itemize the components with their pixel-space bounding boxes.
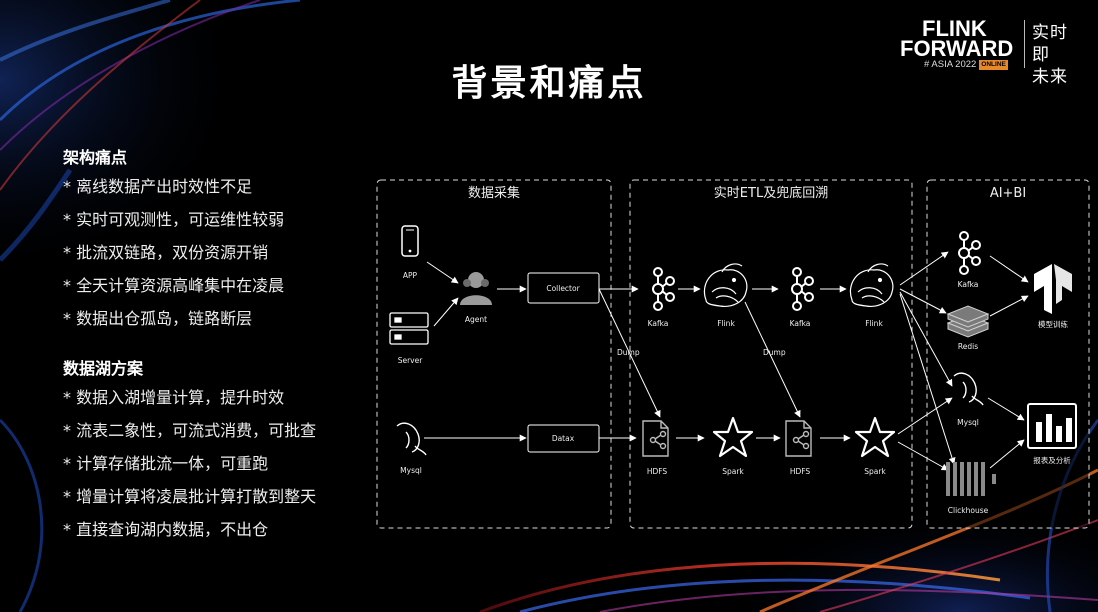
lake-solution-item: * 计算存储批流一体，可重跑	[63, 454, 269, 473]
logo-line-flink: FLINK	[922, 16, 987, 41]
diagram-edges	[424, 251, 1029, 471]
group-aibi-label: AI+BI	[990, 186, 1026, 201]
node-hdfs1-label: HDFS	[647, 467, 668, 476]
edge-flink1-hdfs2-dump	[744, 301, 801, 418]
spark-star-icon	[854, 416, 896, 458]
pain-point-item: * 数据出仓孤岛，链路断层	[63, 309, 253, 328]
report-bars	[1036, 414, 1072, 442]
clickhouse-icon	[946, 462, 996, 496]
logo-line-forward: FORWARD	[900, 36, 1014, 61]
node-spark2-label: Spark	[864, 467, 886, 476]
node-report-label: 报表及分析	[1033, 455, 1071, 465]
edge-clickhouse-report	[989, 439, 1025, 469]
mysql-dolphin-icon	[953, 372, 984, 406]
edge-spark2-clickhouse	[897, 441, 949, 471]
kafka-icon	[791, 267, 814, 311]
node-collector-label: Collector	[546, 284, 580, 293]
redis-icon	[946, 305, 990, 338]
edge-redis-model	[989, 295, 1029, 317]
edge-flink2-mysql-out	[899, 291, 953, 387]
node-datax-label: Datax	[552, 434, 575, 443]
logo-online-badge: ONLINE	[979, 60, 1008, 70]
server-icon	[389, 312, 429, 345]
lake-solution-item: * 数据入湖增量计算，提升时效	[63, 388, 285, 407]
kafka-icon	[652, 267, 675, 311]
kafka-icon	[958, 231, 981, 275]
edge-server-agent	[433, 297, 459, 327]
lake-solution-item: * 流表二象性，可流式消费，可批查	[63, 421, 317, 440]
edge-flink2-kafka3	[899, 251, 949, 286]
edge-flink2-clickhouse	[899, 293, 956, 465]
mysql-dolphin-icon	[396, 422, 427, 456]
lake-solution-item: * 直接查询湖内数据，不出仓	[63, 520, 269, 539]
bar-chart-icon	[1027, 403, 1077, 449]
node-redis-label: Redis	[958, 342, 978, 351]
agent-icon	[460, 272, 492, 305]
group-etl-label: 实时ETL及兜底回溯	[714, 185, 828, 201]
group-aibi-box	[926, 179, 1090, 529]
logo-slogan-line1: 实时即	[1032, 23, 1068, 65]
node-spark1-label: Spark	[722, 467, 744, 476]
edge-app-agent	[426, 261, 459, 284]
edge-label-dump-1: Dump	[617, 348, 640, 357]
hdfs-file-icon	[642, 420, 669, 457]
pain-points-heading: 架构痛点	[63, 148, 128, 167]
hdfs-file-icon	[785, 420, 812, 457]
node-flink1-label: Flink	[717, 319, 735, 328]
lake-solution-heading: 数据湖方案	[63, 359, 144, 378]
node-kafka3-label: Kafka	[958, 280, 979, 289]
left-text-column: 架构痛点 * 离线数据产出时效性不足 * 实时可观测性，可运维性较弱 * 批流双…	[63, 146, 373, 546]
node-datax-box	[527, 424, 600, 453]
pain-point-item: * 批流双链路，双份资源开销	[63, 243, 269, 262]
logo-slogan-line2: 未来	[1032, 67, 1068, 87]
group-collect-label: 数据采集	[468, 185, 520, 201]
edge-flink2-redis	[899, 288, 947, 314]
edge-collector-hdfs1-dump	[598, 288, 661, 418]
node-hdfs2-label: HDFS	[790, 467, 811, 476]
edge-spark2-mysql-out	[897, 397, 953, 435]
page-title: 背景和痛点	[451, 63, 647, 104]
edge-kafka3-model	[989, 255, 1029, 283]
pain-point-item: * 实时可观测性，可运维性较弱	[63, 210, 285, 229]
lake-solution-item: * 增量计算将凌晨批计算打散到整天	[63, 487, 317, 506]
node-mysql-src-label: Mysql	[400, 466, 422, 475]
phone-icon	[401, 225, 419, 257]
logo-asia-text: # ASIA 2022	[924, 59, 977, 70]
node-app-label: APP	[403, 271, 418, 280]
node-server-label: Server	[398, 356, 424, 365]
spark-star-icon	[712, 416, 754, 458]
node-kafka2-label: Kafka	[790, 319, 811, 328]
node-clickhouse-label: Clickhouse	[948, 506, 989, 515]
edge-mysql-out-report	[987, 397, 1025, 421]
flink-squirrel-icon	[703, 263, 748, 307]
node-collector-box	[527, 272, 600, 304]
edge-label-dump-2: Dump	[763, 348, 786, 357]
node-flink2-label: Flink	[865, 319, 883, 328]
node-agent-label: Agent	[465, 315, 487, 324]
node-mysql-out-label: Mysql	[957, 418, 979, 427]
group-collect-box	[376, 179, 612, 529]
logo-slogan: 实时即 未来	[1032, 22, 1072, 88]
pain-point-item: * 离线数据产出时效性不足	[63, 177, 253, 196]
flink-squirrel-icon	[849, 263, 894, 307]
node-model-label: 模型训练	[1038, 319, 1068, 329]
node-kafka1-label: Kafka	[648, 319, 669, 328]
logo-separator	[1024, 20, 1025, 68]
pain-point-item: * 全天计算资源高峰集中在凌晨	[63, 276, 285, 295]
tensorflow-icon	[1034, 264, 1072, 314]
